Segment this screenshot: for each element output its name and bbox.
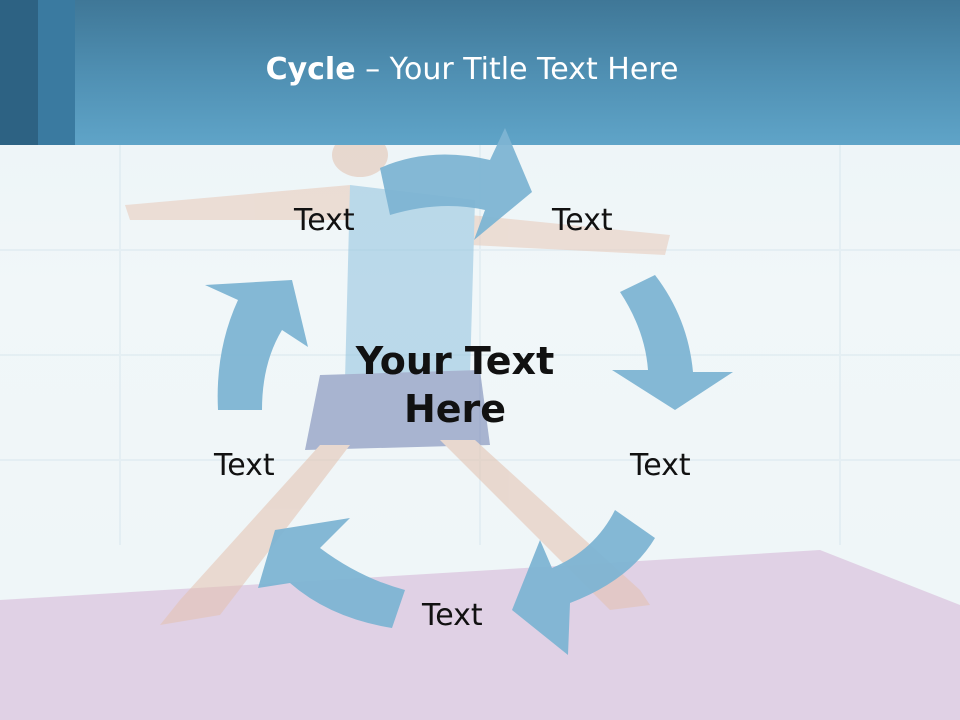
header-accent-light	[38, 0, 75, 145]
cycle-label-right: Text	[630, 448, 691, 483]
cycle-arrow-left	[205, 280, 308, 410]
header-bar	[0, 0, 960, 145]
title-bold: Cycle	[265, 52, 356, 87]
cycle-arrow-right	[612, 275, 733, 410]
center-text-line2: Here	[403, 386, 507, 431]
center-text: Your Text Here	[330, 338, 580, 433]
cycle-arrow-bottom-left	[258, 518, 405, 628]
slide-title: Cycle – Your Title Text Here	[0, 52, 944, 87]
cycle-arrow-top	[380, 128, 532, 240]
title-rest: – Your Title Text Here	[355, 52, 679, 87]
cycle-label-bottom: Text	[422, 598, 483, 633]
yoga-mat	[0, 550, 960, 720]
cycle-arrow-bottom-right	[512, 510, 655, 655]
cycle-label-top-right: Text	[552, 203, 613, 238]
center-text-line1: Your Text	[355, 339, 555, 383]
header-accent-dark	[0, 0, 38, 145]
cycle-label-top-left: Text	[294, 203, 355, 238]
cycle-label-left: Text	[214, 448, 275, 483]
child-figure	[125, 145, 670, 625]
background-photo	[0, 145, 960, 720]
